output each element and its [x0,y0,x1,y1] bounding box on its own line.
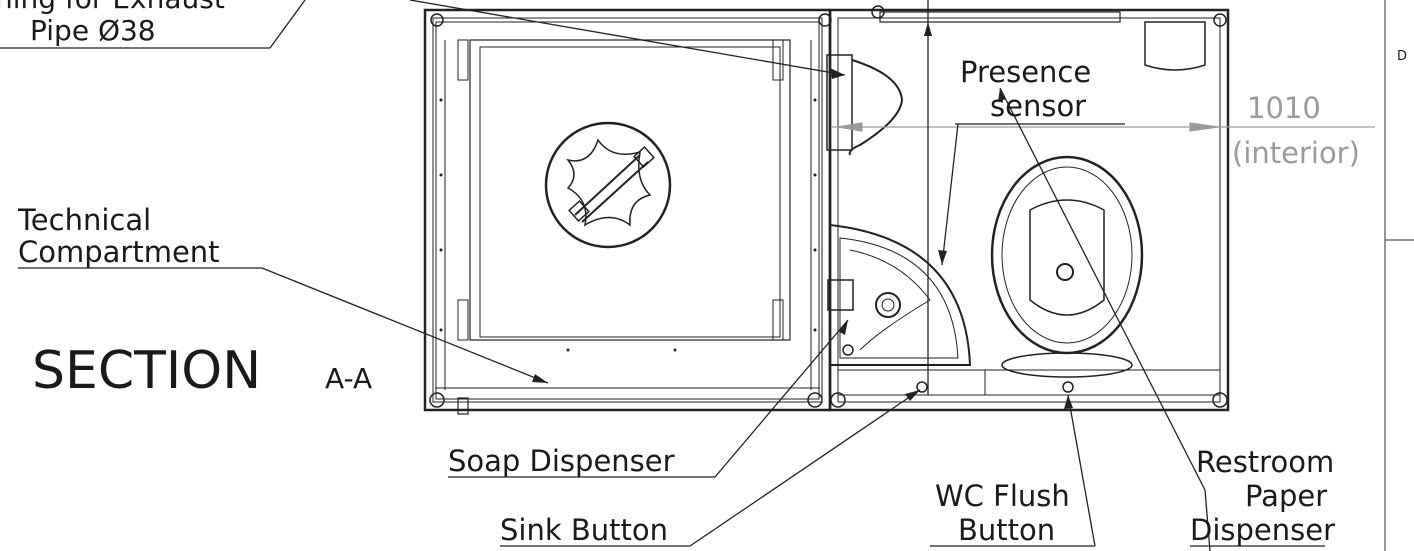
leader-arrowheads [532,22,1073,409]
sink-button-label: Sink Button [500,513,668,547]
wc-flush-label-line2: Button [958,513,1055,547]
restroom-compartment [826,5,1230,412]
dimension-line [832,122,1375,132]
drawing-border [1384,0,1414,551]
paper-dispenser-label-line1: Restroom [1196,445,1334,479]
technical-compartment [423,8,832,415]
leader-lines [0,0,1325,551]
technical-label-line2: Compartment [18,235,220,269]
dimension-value: 1010 [1247,91,1321,125]
section-title: SECTION [32,341,261,401]
dimension-note: (interior) [1232,136,1360,170]
exhaust-label-line2: Pipe Ø38 [30,14,156,47]
paper-dispenser-label-line3: Dispenser [1190,513,1335,547]
border-zone-letter: D [1397,49,1407,64]
exhaust-label-line1: ning for Exhaust [0,0,225,15]
paper-dispenser-label-line2: Paper [1245,479,1327,513]
presence-label-line2: sensor [990,89,1086,123]
compartment-dots [439,98,817,352]
soap-dispenser-label: Soap Dispenser [448,444,675,478]
section-id: A-A [325,362,372,395]
technical-label-line1: Technical [17,203,151,237]
presence-label-line1: Presence [960,55,1091,89]
wc-flush-label-line1: WC Flush [935,479,1070,513]
